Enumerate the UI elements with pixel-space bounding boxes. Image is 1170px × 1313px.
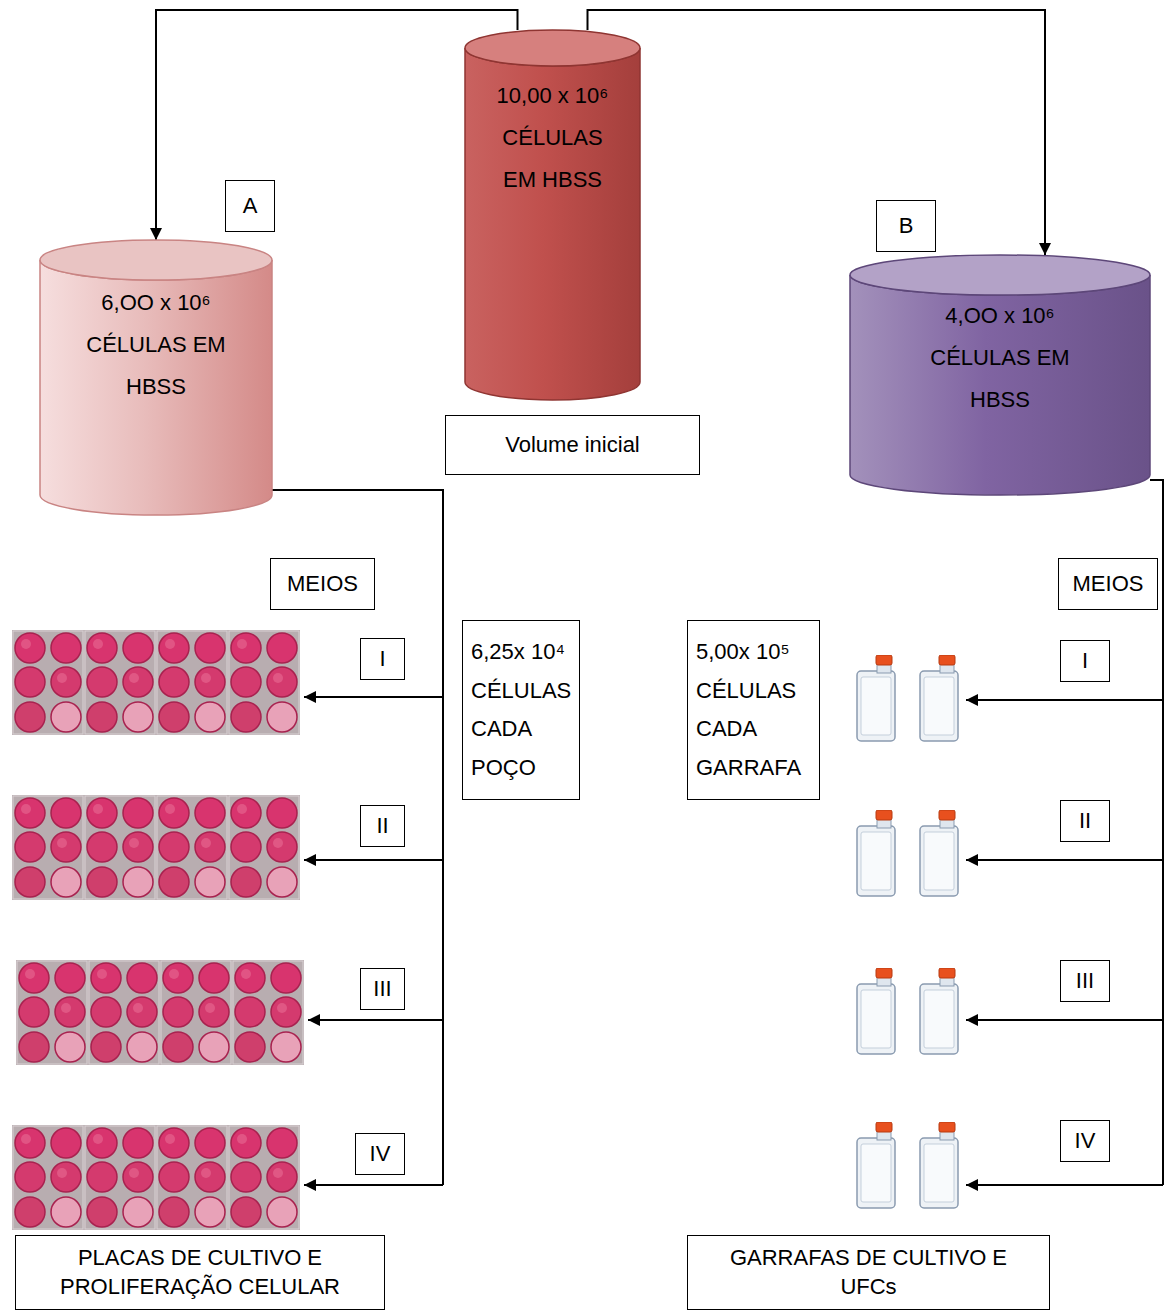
- cylinder-body: [850, 275, 1150, 495]
- label-box: IV: [1060, 1120, 1110, 1162]
- flask-image: [920, 1122, 958, 1208]
- box-text: 5,00x 10⁵ CÉLULAS CADA GARRAFA: [696, 633, 811, 787]
- flask-image: [920, 968, 958, 1054]
- box-text: IV: [370, 1140, 391, 1168]
- plate-image: [156, 1125, 228, 1230]
- box-text: II: [1079, 807, 1091, 835]
- cylinder-container: 6,OO x 10⁶ CÉLULAS EM HBSS: [40, 240, 272, 515]
- box-text: PLACAS DE CULTIVO E PROLIFERAÇÃO CELULAR: [30, 1244, 370, 1301]
- distribution-arrow: [304, 1184, 443, 1186]
- box-text: MEIOS: [1073, 570, 1144, 598]
- label-box: A: [225, 180, 275, 232]
- plate-image: [84, 1125, 156, 1230]
- box-text: I: [379, 645, 385, 673]
- cell-count-text: 4,OO x 10⁶ CÉLULAS EM HBSS: [918, 295, 1083, 420]
- culture-flasks: [857, 655, 958, 1208]
- plate-image: [12, 1125, 84, 1230]
- cylinder-container: 10,00 x 10⁶ CÉLULAS EM HBSS: [465, 30, 640, 400]
- connector-arrow: [588, 10, 1046, 255]
- box-text: I: [1082, 647, 1088, 675]
- plate-image: [156, 795, 228, 900]
- box-text: 6,25x 10⁴ CÉLULAS CADA POÇO: [471, 633, 571, 787]
- cell-count-text: 6,OO x 10⁶ CÉLULAS EM HBSS: [76, 282, 236, 407]
- label-box: I: [1060, 640, 1110, 682]
- box-text: MEIOS: [287, 570, 358, 598]
- box-text: B: [899, 212, 914, 240]
- cylinder-top: [465, 30, 640, 66]
- distribution-arrow: [304, 859, 443, 861]
- label-box: Volume inicial: [445, 415, 700, 475]
- cylinder-shape: [850, 255, 1150, 495]
- plate-image: [156, 630, 228, 735]
- plate-image: [228, 630, 300, 735]
- flask-image: [920, 655, 958, 741]
- flask-image: [857, 1122, 895, 1208]
- label-box: 5,00x 10⁵ CÉLULAS CADA GARRAFA: [687, 620, 820, 800]
- cylinder-top: [850, 255, 1150, 295]
- plate-image: [84, 630, 156, 735]
- plate-image: [88, 960, 160, 1065]
- culture-plates: [12, 630, 304, 1230]
- distribution-arrow: [966, 1184, 1163, 1186]
- distribution-arrow: [966, 1019, 1163, 1021]
- label-box: GARRAFAS DE CULTIVO E UFCs: [687, 1235, 1050, 1310]
- plate-image: [84, 795, 156, 900]
- plate-image: [12, 795, 84, 900]
- flask-image: [857, 655, 895, 741]
- flask-image: [920, 810, 958, 896]
- label-box: III: [1060, 960, 1110, 1002]
- box-text: II: [376, 812, 388, 840]
- plate-image: [16, 960, 88, 1065]
- cylinder-top: [40, 240, 272, 280]
- label-box: PLACAS DE CULTIVO E PROLIFERAÇÃO CELULAR: [15, 1235, 385, 1310]
- plate-image: [232, 960, 304, 1065]
- label-box: II: [1060, 800, 1110, 842]
- box-text: III: [1076, 967, 1094, 995]
- distribution-arrow: [308, 1019, 443, 1021]
- plate-image: [228, 1125, 300, 1230]
- box-text: A: [243, 192, 258, 220]
- distribution-arrow: [966, 699, 1163, 701]
- label-box: MEIOS: [1058, 558, 1158, 610]
- cylinder-container: 4,OO x 10⁶ CÉLULAS EM HBSS: [850, 255, 1150, 495]
- connector-arrow: [156, 10, 518, 240]
- label-box: MEIOS: [270, 558, 375, 610]
- plate-image: [12, 630, 84, 735]
- distribution-line: [272, 490, 443, 1185]
- distribution-lines: [272, 480, 1163, 1185]
- cylinder-body: [40, 260, 272, 515]
- distribution-arrow: [966, 859, 1163, 861]
- cell-count-text: 10,00 x 10⁶ CÉLULAS EM HBSS: [488, 75, 618, 200]
- box-text: IV: [1075, 1127, 1096, 1155]
- box-text: Volume inicial: [505, 431, 640, 459]
- label-box: 6,25x 10⁴ CÉLULAS CADA POÇO: [462, 620, 580, 800]
- label-box: II: [360, 805, 405, 847]
- cylinder-body: [465, 48, 640, 400]
- label-box: B: [876, 200, 936, 252]
- box-text: GARRAFAS DE CULTIVO E UFCs: [724, 1244, 1014, 1301]
- plate-image: [228, 795, 300, 900]
- box-text: III: [373, 975, 391, 1003]
- flask-image: [857, 968, 895, 1054]
- label-box: I: [360, 638, 405, 680]
- distribution-arrow: [304, 696, 443, 698]
- label-box: III: [360, 968, 405, 1010]
- flask-image: [857, 810, 895, 896]
- label-box: IV: [355, 1133, 405, 1175]
- plate-image: [160, 960, 232, 1065]
